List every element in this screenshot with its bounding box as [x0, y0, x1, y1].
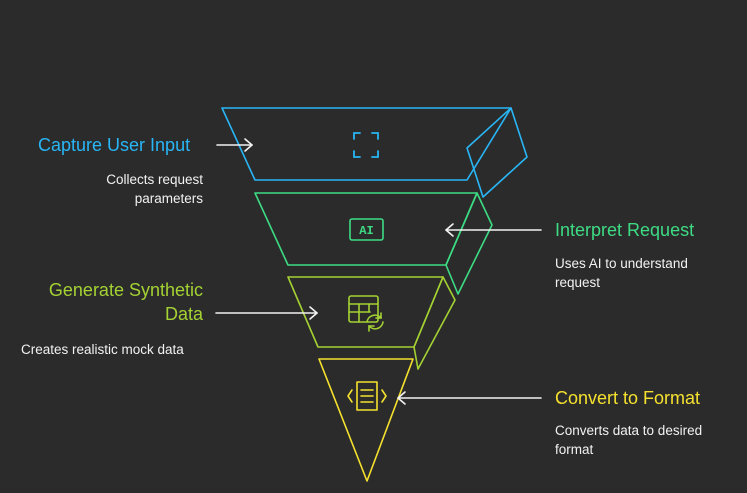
stage-1-front — [221, 107, 512, 181]
stage-1-title: Capture User Input — [38, 135, 191, 155]
arrow-to-stage-4 — [397, 391, 542, 405]
ai-chip-icon-label: AI — [359, 224, 373, 238]
stage-3-description: Creates realistic mock data — [21, 340, 221, 359]
stage-1-description: Collects request parameters — [40, 170, 203, 208]
stage-4-title: Convert to Format — [555, 388, 701, 408]
funnel-stage-2 — [254, 192, 493, 295]
stage-4-description-line-1: Converts data to desired — [555, 423, 703, 438]
code-document-icon — [347, 381, 387, 411]
stage-3-side — [413, 276, 456, 370]
scan-frame-icon — [353, 132, 379, 158]
arrow-to-stage-2 — [445, 223, 542, 237]
stage-3-title-line-2: Data — [164, 304, 203, 324]
ai-chip-icon: AI — [349, 218, 384, 241]
stage-1-description-line-1: Collects request — [106, 172, 203, 187]
stage-4-front — [318, 358, 414, 482]
stage-1-side — [466, 107, 528, 198]
stage-3-title: Generate Synthetic Data — [10, 278, 203, 326]
stage-1-description-line-2: parameters — [134, 191, 203, 206]
table-refresh-icon — [348, 295, 384, 332]
arrow-to-stage-3 — [215, 306, 318, 320]
funnel-stage-3 — [287, 276, 456, 370]
stage-3-description-line-1: Creates realistic mock data — [21, 342, 184, 357]
stage-2-description-line-2: request — [555, 275, 601, 290]
stage-4-description-line-2: format — [555, 442, 594, 457]
funnel-stage-4 — [318, 358, 414, 482]
funnel-stage-1 — [221, 107, 528, 198]
stage-3-front — [287, 276, 444, 348]
stage-4-description: Converts data to desired format — [555, 421, 740, 459]
stage-2-description-line-1: Uses AI to understand — [555, 256, 688, 271]
stage-3-title-line-1: Generate Synthetic — [48, 280, 203, 300]
arrow-to-stage-1 — [216, 138, 253, 152]
stage-2-description: Uses AI to understand request — [555, 254, 740, 292]
stage-2-side — [445, 192, 493, 295]
stage-2-title: Interpret Request — [555, 220, 695, 240]
stage-2-front — [254, 192, 478, 266]
